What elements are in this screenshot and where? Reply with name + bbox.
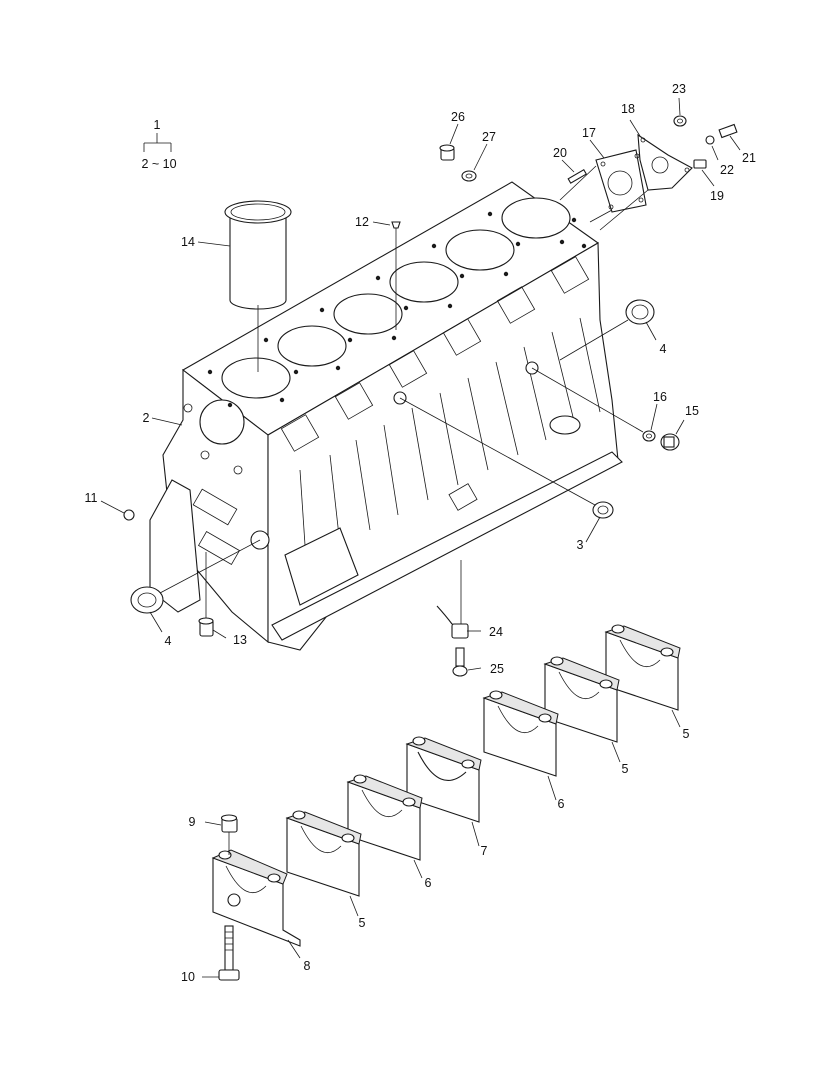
washer-23 [673,115,687,127]
bearing-cap-5-mid [543,656,620,743]
callout-21: 21 [742,151,756,165]
callout-5-b: 5 [622,762,629,776]
bush-3 [592,501,614,519]
callout-27: 27 [482,130,496,144]
plug-15 [660,433,680,451]
plug-13 [198,617,214,637]
cylinder-block [149,181,623,651]
callout-labels: 1 2 ~ 10 2 3 4 4 5 5 5 6 6 7 8 9 10 11 1… [85,82,756,984]
callout-7: 7 [481,844,488,858]
bearing-cap-6-right [482,690,559,777]
callout-4-left: 4 [165,634,172,648]
front-cover [595,149,647,213]
callout-14: 14 [181,235,195,249]
bush-left [130,586,164,614]
callout-4-right: 4 [660,342,667,356]
stud [567,169,588,184]
callout-18: 18 [621,102,635,116]
callout-20: 20 [553,146,567,160]
callout-16: 16 [653,390,667,404]
callout-24: 24 [489,625,503,639]
bearing-cap-8-rear [211,849,301,947]
fitting-21 [718,123,738,139]
callout-5-a: 5 [683,727,690,741]
callout-19: 19 [710,189,724,203]
deck-bolt-holes [207,211,587,408]
dowel-pin [220,814,238,833]
bearing-cap-7 [405,736,482,823]
washer-27 [461,170,477,182]
cover-leaders [559,165,649,231]
washer-16 [642,430,656,442]
bearing-cap-6-left [346,774,423,861]
bush-3-leader [399,397,596,506]
callout-6-a: 6 [558,797,565,811]
cover-gasket [637,133,693,191]
callout-11: 11 [85,491,98,505]
callout-26: 26 [451,110,465,124]
callout-6-b: 6 [425,876,432,890]
plug-11 [123,509,135,521]
bolt-25 [452,647,468,677]
callout-10: 10 [181,970,195,984]
cylinder-liner [224,200,292,310]
callout-8: 8 [304,959,311,973]
callout-2: 2 [143,411,150,425]
bolt-19 [693,159,707,169]
bush-right-leader [559,319,629,361]
assembly-group-bracket [143,133,172,152]
callout-15: 15 [685,404,699,418]
callout-17: 17 [582,126,596,140]
plug-26 [439,144,455,161]
callout-3: 3 [577,538,584,552]
callout-9: 9 [189,815,196,829]
callout-13: 13 [233,633,247,647]
plug-12 [391,221,401,229]
callout-22: 22 [720,163,734,177]
oil-nozzle [436,605,469,639]
cap-bolt [218,925,240,981]
bush-right [625,299,655,325]
callout-2-10: 2 ~ 10 [141,157,176,171]
bearing-cap-5-right [604,624,681,711]
callout-5-c: 5 [359,916,366,930]
callout-23: 23 [672,82,686,96]
washer-22 [705,135,715,145]
callout-1: 1 [154,118,161,132]
plug-15-leader [531,367,644,433]
callout-25: 25 [490,662,504,676]
side-pockets [280,256,590,452]
callout-12: 12 [355,215,369,229]
bush-left-leader [159,539,261,594]
bearing-cap-5-left [285,810,362,897]
callout-leaders [100,97,741,978]
